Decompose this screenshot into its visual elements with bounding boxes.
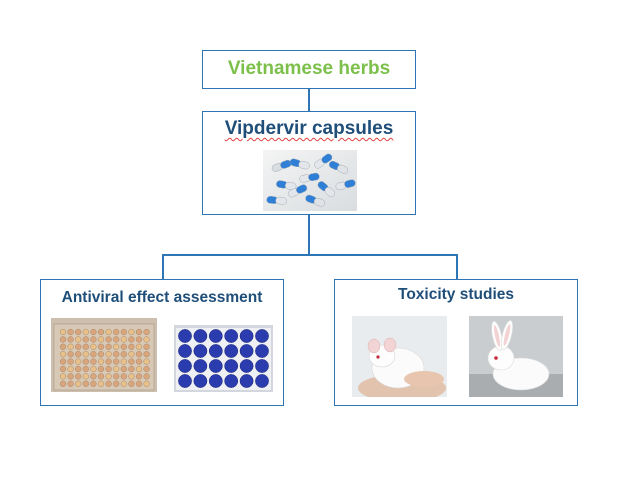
stained-plate-photo	[174, 325, 273, 392]
rabbit-photo	[469, 316, 563, 397]
mouse-photo	[352, 316, 447, 397]
node-toxicity-studies: Toxicity studies	[334, 279, 578, 406]
capsules-photo	[263, 150, 357, 211]
connector-horizontal	[162, 254, 457, 256]
node-title-capsules: Vipdervir capsules	[224, 118, 394, 139]
connector-to-antiviral	[162, 254, 164, 279]
connector-herbs-capsules	[308, 89, 310, 111]
node-title-antiviral: Antiviral effect assessment	[61, 289, 263, 306]
connector-capsules-down	[308, 215, 310, 255]
node-vipdervir-capsules: Vipdervir capsules	[202, 111, 416, 215]
node-vietnamese-herbs: Vietnamese herbs	[202, 50, 416, 89]
microplate-photo	[51, 318, 157, 392]
node-title-herbs: Vietnamese herbs	[227, 58, 391, 79]
node-antiviral-assessment: Antiviral effect assessment	[40, 279, 284, 406]
connector-to-toxicity	[456, 254, 458, 279]
node-title-toxicity: Toxicity studies	[398, 286, 514, 303]
